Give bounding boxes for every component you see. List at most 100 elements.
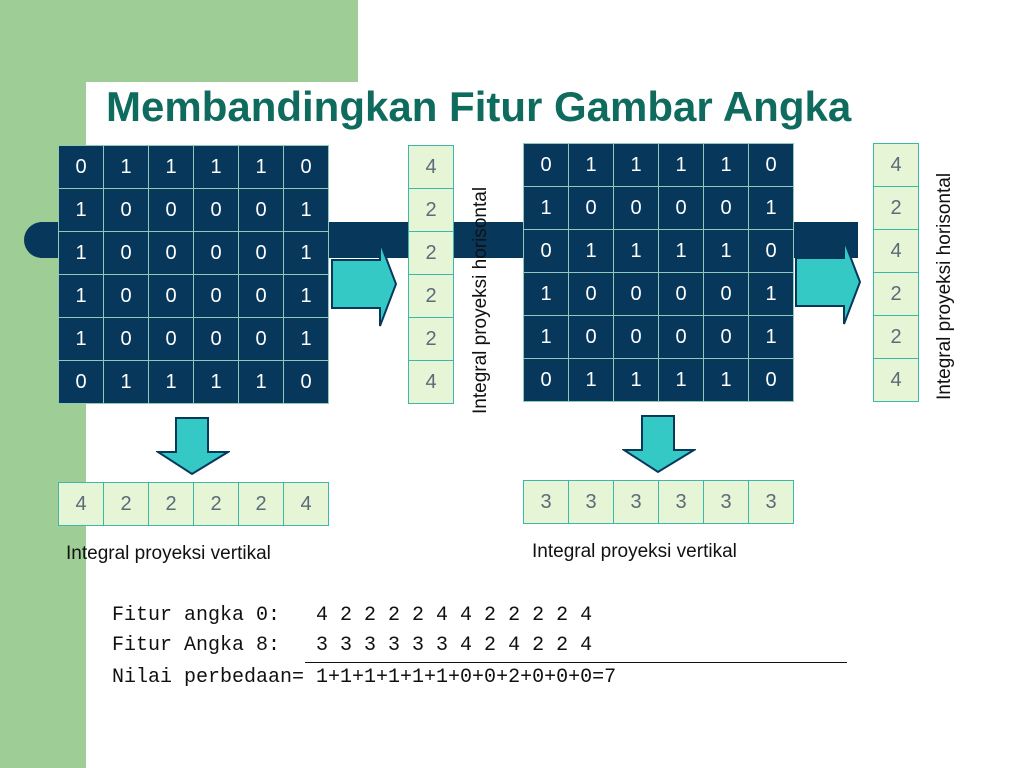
matrix-cell: 1 xyxy=(523,186,569,230)
projection-cell: 4 xyxy=(408,360,454,404)
matrix-cell: 1 xyxy=(283,231,329,275)
projection-cell: 4 xyxy=(58,482,104,526)
matrix-cell: 0 xyxy=(748,358,794,402)
matrix-cell: 0 xyxy=(103,188,149,232)
matrix-cell: 0 xyxy=(193,231,239,275)
matrix-cell: 0 xyxy=(613,315,659,359)
projection-cell: 2 xyxy=(408,231,454,275)
matrix-cell: 0 xyxy=(148,188,194,232)
matrix-cell: 0 xyxy=(238,188,284,232)
matrix-cell: 0 xyxy=(238,231,284,275)
matrix-cell: 0 xyxy=(148,317,194,361)
matrix-cell: 1 xyxy=(613,358,659,402)
matrix-cell: 1 xyxy=(658,143,704,187)
matrix-cell: 0 xyxy=(613,186,659,230)
matrix-cell: 1 xyxy=(283,188,329,232)
matrix-cell: 0 xyxy=(193,188,239,232)
projection-row: 2 xyxy=(408,317,454,361)
top-green-block xyxy=(86,0,358,82)
projection-row: 4 xyxy=(873,229,919,273)
right-arrow-icon xyxy=(795,239,862,325)
matrix-cell: 1 xyxy=(58,231,104,275)
feature-line-8: Fitur Angka 8: 3 3 3 3 3 3 4 2 4 2 2 4 xyxy=(112,634,593,657)
matrix-cell: 0 xyxy=(283,360,329,404)
matrix-cell: 0 xyxy=(148,231,194,275)
matrix-cell: 0 xyxy=(748,143,794,187)
matrix-cell: 0 xyxy=(568,186,614,230)
projection-row: 2 xyxy=(408,274,454,318)
matrix-cell: 1 xyxy=(613,229,659,273)
matrix-cell: 0 xyxy=(703,186,749,230)
projection-cell: 4 xyxy=(873,143,919,187)
matrix-cell: 0 xyxy=(703,315,749,359)
matrix-cell: 1 xyxy=(148,145,194,189)
matrix-cell: 1 xyxy=(703,358,749,402)
matrix-cell: 1 xyxy=(658,358,704,402)
matrix-cell: 0 xyxy=(58,145,104,189)
projection-row: 2 xyxy=(873,186,919,230)
right-arrow-icon xyxy=(331,241,398,327)
matrix-cell: 0 xyxy=(703,272,749,316)
projection-row: 2 xyxy=(408,188,454,232)
projection-cell: 2 xyxy=(103,482,149,526)
projection-cell: 3 xyxy=(568,480,614,524)
matrix-cell: 0 xyxy=(148,274,194,318)
digit8-vertical-label: Integral proyeksi vertikal xyxy=(532,541,737,562)
digit0-vertical-label: Integral proyeksi vertikal xyxy=(66,543,271,564)
projection-cell: 4 xyxy=(283,482,329,526)
down-arrow-icon xyxy=(156,417,230,476)
matrix-cell: 1 xyxy=(103,145,149,189)
matrix-cell: 1 xyxy=(523,315,569,359)
matrix-cell: 0 xyxy=(103,317,149,361)
matrix-cell: 0 xyxy=(523,143,569,187)
projection-cell: 2 xyxy=(193,482,239,526)
matrix-cell: 0 xyxy=(238,274,284,318)
projection-cell: 4 xyxy=(873,358,919,402)
projection-row: 2 xyxy=(408,231,454,275)
projection-cell: 2 xyxy=(408,317,454,361)
matrix-cell: 1 xyxy=(703,229,749,273)
projection-cell: 3 xyxy=(748,480,794,524)
matrix-cell: 0 xyxy=(193,274,239,318)
matrix-cell: 1 xyxy=(748,186,794,230)
matrix-cell: 0 xyxy=(193,317,239,361)
projection-cell: 2 xyxy=(873,315,919,359)
projection-cell: 3 xyxy=(703,480,749,524)
projection-row: 2 xyxy=(873,315,919,359)
digit8-horizontal-label: Integral proyeksi horisontal xyxy=(934,172,955,400)
matrix-cell: 1 xyxy=(193,145,239,189)
matrix-cell: 0 xyxy=(658,272,704,316)
matrix-cell: 0 xyxy=(523,229,569,273)
matrix-cell: 0 xyxy=(103,231,149,275)
matrix-cell: 1 xyxy=(58,274,104,318)
slide-title: Membandingkan Fitur Gambar Angka xyxy=(106,83,852,130)
projection-row: 4 xyxy=(873,358,919,402)
projection-cell: 4 xyxy=(408,145,454,189)
matrix-cell: 1 xyxy=(283,317,329,361)
matrix-cell: 0 xyxy=(658,315,704,359)
projection-cell: 3 xyxy=(613,480,659,524)
sum-rule xyxy=(305,662,847,663)
matrix-cell: 1 xyxy=(748,315,794,359)
projection-cell: 2 xyxy=(408,188,454,232)
matrix-cell: 1 xyxy=(283,274,329,318)
matrix-cell: 1 xyxy=(613,143,659,187)
matrix-cell: 0 xyxy=(568,315,614,359)
projection-cell: 4 xyxy=(873,229,919,273)
matrix-cell: 1 xyxy=(568,143,614,187)
projection-row: 2 xyxy=(873,272,919,316)
projection-cell: 3 xyxy=(658,480,704,524)
matrix-cell: 0 xyxy=(658,186,704,230)
